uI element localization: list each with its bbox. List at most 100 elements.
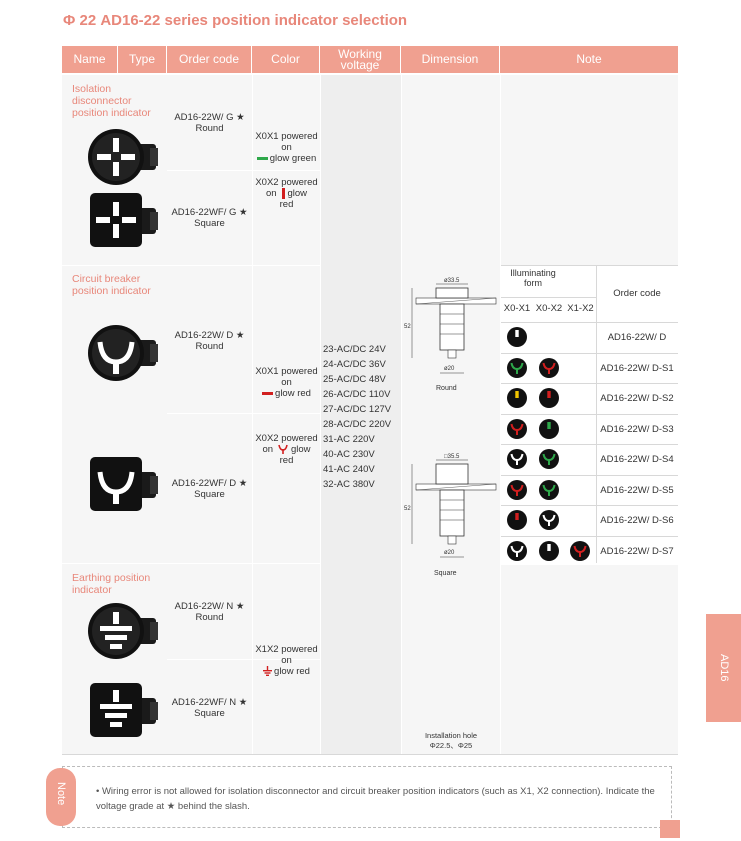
voltage-item: 25-AC/DC 48V — [323, 374, 386, 385]
note-row-order-code: AD16-22W/ D-S5 — [600, 484, 674, 496]
group-name-isolation: Isolation disconnector position indicato… — [72, 83, 151, 119]
voltage-item: 24-AC/DC 36V — [323, 359, 386, 370]
note-order-code-label: Order code — [613, 288, 661, 299]
order-code-cell: AD16-22WF/ G ★ Square — [167, 207, 252, 229]
indicator-lamp-icon — [539, 449, 559, 474]
indicator-lamp-icon — [507, 449, 527, 474]
indicator-lamp-icon — [539, 479, 559, 505]
order-code: AD16-22WF/ D ★ — [171, 478, 248, 489]
note-text: • Wiring error is not allowed for isolat… — [96, 786, 655, 812]
voltage-column — [321, 75, 401, 755]
note-tag: Note — [46, 768, 76, 826]
color-cell: X0X1 powered on glow red — [253, 366, 320, 399]
table-line — [501, 505, 678, 506]
color-text: glow green — [269, 153, 317, 164]
row-divider — [167, 659, 320, 660]
table-line — [501, 383, 678, 384]
square-label: Square — [434, 570, 457, 577]
header-color: Color — [252, 46, 320, 73]
color-text: X0X1 powered — [255, 131, 318, 142]
round-label: Round — [436, 385, 457, 392]
color-cell: X0X2 powered on glow red — [253, 433, 320, 466]
note-row-order-code: AD16-22W/ D-S3 — [600, 423, 674, 435]
dim-text: ø33.5 — [444, 278, 460, 284]
group-name-earthing: Earthing position indicator — [72, 572, 151, 596]
row-divider — [167, 170, 320, 171]
color-text: X0X2 powered — [255, 177, 318, 188]
indicator-lamp-icon — [539, 357, 559, 383]
note-row-order-code: AD16-22W/ D-S7 — [600, 545, 674, 557]
table-line — [501, 474, 678, 476]
installation-hole: Installation hole Φ22.5、Φ25 — [402, 731, 500, 751]
round-dimension-drawing: ø33.5 52 ø20 Round — [404, 278, 497, 392]
side-tab-label: AD16 — [718, 654, 730, 682]
header-working-voltage: Working voltage — [320, 46, 401, 73]
header-note: Note — [500, 46, 678, 73]
group-divider — [62, 265, 320, 266]
page-title: Φ 22 AD16-22 series position indicator s… — [63, 12, 408, 29]
indicator-lamp-icon — [570, 540, 590, 566]
table-line — [501, 322, 678, 323]
red-earth-symbol-icon — [263, 666, 273, 677]
color-text: on glow — [253, 444, 320, 455]
indicator-lamp-icon — [507, 479, 527, 505]
side-tab: AD16 — [706, 614, 741, 722]
order-code: AD16-22W/ D ★ — [174, 330, 245, 341]
table-line — [501, 297, 596, 298]
color-text: glow — [290, 444, 311, 455]
red-breaker-symbol-icon — [278, 445, 289, 455]
isolation-round-indicator-image — [88, 129, 158, 185]
order-code: AD16-22W/ N ★ — [174, 601, 245, 612]
color-text: glow red — [253, 666, 320, 677]
voltage-item: 32-AC 380V — [323, 479, 375, 490]
order-shape: Round — [195, 341, 224, 352]
color-text: on — [281, 655, 292, 666]
header-name: Name — [62, 46, 118, 73]
order-shape: Round — [195, 123, 224, 134]
color-text: on — [281, 377, 292, 388]
order-code-cell: AD16-22W/ G ★ Round — [167, 112, 252, 134]
indicator-lamp-icon — [539, 540, 559, 566]
dim-text: ø20 — [444, 366, 455, 372]
color-text: glow red — [274, 666, 310, 677]
dim-text: 52 — [404, 506, 411, 512]
color-text: red — [279, 199, 294, 211]
color-text: X0X1 powered — [255, 366, 318, 377]
color-text: glow red — [253, 388, 320, 399]
color-text: on — [262, 444, 274, 455]
voltage-item: 31-AC 220V — [323, 434, 375, 445]
table-bottom-line — [62, 754, 678, 755]
group-name-breaker: Circuit breaker position indicator — [72, 273, 151, 297]
order-code-column — [167, 75, 252, 755]
voltage-item: 26-AC/DC 110V — [323, 389, 391, 400]
col-x0-x2: X0-X2 — [535, 303, 563, 314]
color-cell: X0X2 powered on glow red — [253, 177, 320, 210]
illuminating-form-label: Illuminating form — [510, 268, 556, 288]
indicator-lamp-icon — [539, 418, 559, 444]
color-text: on — [265, 188, 277, 200]
table-line — [501, 413, 678, 415]
dim-text: 52 — [404, 324, 411, 330]
table-line — [501, 265, 678, 266]
table-line — [501, 535, 678, 537]
red-bar-icon — [262, 391, 274, 395]
breaker-square-indicator-image — [90, 457, 158, 511]
illumination-table — [501, 265, 678, 565]
indicator-lamp-icon — [507, 418, 527, 444]
order-code-cell: AD16-22W/ D ★ Round — [167, 330, 252, 352]
order-code-cell: AD16-22WF/ D ★ Square — [167, 478, 252, 500]
note-row-order-code: AD16-22W/ D-S1 — [600, 362, 674, 374]
indicator-lamp-icon — [507, 388, 527, 413]
installation-hole-label: Installation hole — [424, 731, 478, 740]
col-x0-x1: X0-X1 — [503, 303, 531, 314]
note-row-order-code: AD16-22W/ D-S4 — [600, 454, 674, 465]
voltage-item: 41-AC 240V — [323, 464, 375, 475]
square-dimension-drawing: □35.5 52 ø20 Square — [404, 454, 497, 577]
color-text: X0X2 powered — [255, 433, 318, 444]
color-text: glow — [287, 188, 308, 200]
breaker-round-indicator-image — [88, 325, 158, 381]
color-text: glow green — [253, 153, 320, 164]
indicator-lamp-icon — [507, 327, 527, 352]
installation-hole-value: Φ22.5、Φ25 — [429, 741, 473, 750]
indicator-lamp-icon — [507, 357, 527, 383]
